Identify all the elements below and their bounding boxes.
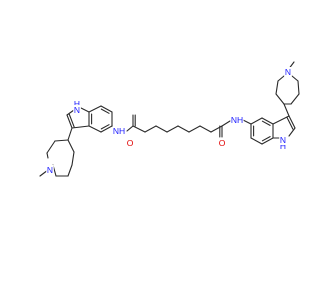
left-pyrrole-bond [66,109,75,116]
right-piperidine-bond [275,93,285,105]
alkyl-chain-bond [144,125,157,133]
alkyl-chain-bond [166,125,179,133]
left-amide-nh-bg [112,126,126,136]
left-benzene-bond [88,125,102,133]
left-benzene-inner [100,124,110,130]
left-piperidine-n: N [47,165,53,175]
left-pyrrole-double [68,113,75,128]
left-pyrrole-bond [66,114,73,129]
right-benzene-bond [261,117,274,125]
left-benzene-bond [88,105,102,113]
right-pyrrole-bond [288,115,296,129]
right-indole-h-bg [279,141,287,151]
left-piperidine-link [67,127,73,141]
left-indole-n: N [74,105,80,115]
right-carbonyl-o: O [219,138,226,148]
left-piperidine-n-bg [46,165,54,175]
right-piperidine-bond [275,80,279,95]
right-amide-link [242,119,252,125]
left-carbonyl-o-bg [126,138,134,148]
right-amide-nh-bg [230,115,244,125]
left-indole-n-bg [73,105,81,115]
right-piperidine-bond [290,93,300,105]
left-piperidine-bond [71,151,75,166]
left-indole-h-bg [73,99,81,109]
right-carbonyl-o-bg [218,138,226,148]
left-piperidine-bond [67,139,75,153]
left-piperidine-bond [54,139,69,142]
right-benzene-inner [261,120,271,126]
right-benzene-bond [250,137,263,145]
alkyl-chain-bond [188,125,201,133]
left-piperidine-bond [46,140,56,154]
alkyl-chain-bond [199,125,212,133]
left-benzene-bond [100,125,113,133]
right-piperidine-n-bg [284,67,292,77]
left-piperidine-bond [67,164,73,177]
left-pyrrole-bond [71,125,90,129]
right-amide-bond [221,120,231,127]
right-pyrrole-bond [272,115,290,125]
right-piperidine-n: N [285,67,291,77]
right-indole-n: N [280,135,286,145]
alkyl-chain-bond [177,125,190,133]
right-piperidine-bond [277,75,285,82]
left-carbonyl-o: O [127,138,134,148]
right-pyrrole-bond [288,127,296,137]
left-amide-bond [126,125,134,132]
alkyl-chain-bond [155,125,168,133]
left-piperidine-bond [46,152,49,159]
right-benzene-inner [261,136,271,142]
alkyl-chain-bond [132,125,146,133]
left-benzene-bond [100,105,113,113]
right-indole-n-bg [279,135,287,145]
right-amide-nh: NH [231,115,243,125]
left-amide-nh: NH [113,126,125,136]
right-piperidine-bond [291,75,299,82]
right-benzene-bond [250,117,263,125]
right-benzene-bond [261,137,274,145]
left-pyrrole-bond [80,107,90,113]
bond-layer [39,61,300,177]
right-pyrrole-double [286,116,294,130]
right-piperidine-link [283,103,290,117]
left-benzene-inner [100,108,110,114]
right-indole-h: H [280,141,286,151]
left-indole-h: H [74,99,80,109]
right-piperidine-bond [297,80,300,95]
